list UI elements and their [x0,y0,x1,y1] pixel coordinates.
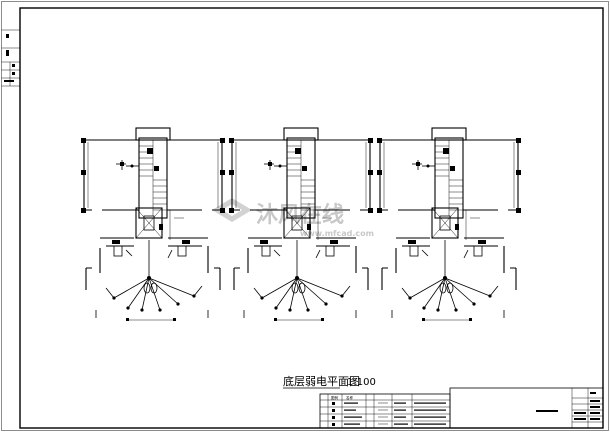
watermark-sub-text: www.mfcad.com [300,229,374,238]
legend-table: 图例 名称 [319,393,451,429]
drawing-title: 底层弱电平面图 [283,374,360,388]
watermark-main-text: 沐风在线 [256,202,344,228]
title-block [449,387,604,429]
unit-right [376,127,522,322]
legend-header-name: 名称 [346,395,354,400]
inner-frame [19,7,604,429]
unit-left [80,127,226,322]
left-title-strip [1,29,20,87]
legend-header-symbol: 图例 [331,395,339,400]
drawing-scale: 1:100 [347,377,376,388]
